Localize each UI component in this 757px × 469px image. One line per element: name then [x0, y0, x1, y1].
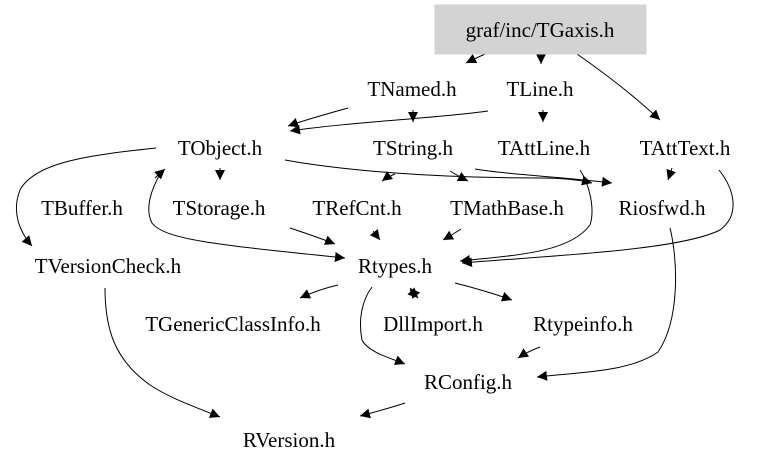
node-tstorage[interactable]: TStorage.h — [173, 196, 266, 220]
node-tgenericclassinfo[interactable]: TGenericClassInfo.h — [145, 312, 321, 336]
node-tatttext[interactable]: TAttText.h — [640, 136, 731, 160]
edge-tstorage-rtypes — [289, 227, 336, 245]
edge-tstring-tmathbase — [449, 170, 469, 182]
node-tmathbase[interactable]: TMathBase.h — [450, 196, 564, 220]
node-label: TLine.h — [506, 77, 574, 101]
edge-tstring-riosfwd — [474, 168, 613, 187]
node-tattline[interactable]: TAttLine.h — [498, 136, 591, 160]
node-tobject[interactable]: TObject.h — [178, 136, 263, 160]
edge-tattline-rtypes — [459, 169, 593, 265]
node-rtypeinfo[interactable]: Rtypeinfo.h — [533, 312, 633, 336]
edge-tgaxis-tatttext — [576, 53, 661, 121]
node-label: TAttText.h — [640, 136, 731, 160]
node-tgaxis[interactable]: graf/inc/TGaxis.h — [434, 4, 647, 55]
node-rversion[interactable]: RVersion.h — [243, 428, 336, 452]
node-label: TMathBase.h — [450, 196, 564, 220]
node-tversioncheck[interactable]: TVersionCheck.h — [35, 254, 182, 278]
edge-rtypes-tgenericclassinfo — [299, 284, 339, 299]
node-label: TStorage.h — [173, 196, 266, 220]
node-dllimport[interactable]: DllImport.h — [383, 312, 483, 336]
edge-tatttext-riosfwd — [666, 167, 676, 181]
node-tline[interactable]: TLine.h — [506, 77, 574, 101]
node-label: TGenericClassInfo.h — [145, 312, 321, 336]
edge-rtypeinfo-rconfig — [517, 346, 541, 359]
node-tnamed[interactable]: TNamed.h — [367, 77, 457, 101]
edge-tmathbase-rtypes — [442, 228, 462, 241]
node-rconfig[interactable]: RConfig.h — [424, 370, 513, 394]
edges — [16, 52, 734, 419]
node-trefcnt[interactable]: TRefCnt.h — [312, 196, 402, 220]
node-label: TRefCnt.h — [312, 196, 402, 220]
edge-riosfwd-rconfig — [536, 227, 677, 381]
node-label: TNamed.h — [367, 77, 457, 101]
node-rtypes[interactable]: Rtypes.h — [358, 254, 433, 278]
edge-rtypes-rtypeinfo — [454, 282, 513, 302]
node-label: TBuffer.h — [41, 196, 123, 220]
node-riosfwd[interactable]: Riosfwd.h — [619, 196, 706, 220]
edge-tbuffer-tobject-arrow — [154, 168, 166, 180]
node-label: RVersion.h — [243, 428, 336, 452]
node-tstring[interactable]: TString.h — [373, 136, 453, 160]
edge-rconfig-rversion — [359, 402, 406, 419]
edge-tstring-trefcnt — [381, 171, 396, 182]
node-label: Riosfwd.h — [619, 196, 706, 220]
node-label: Rtypeinfo.h — [533, 312, 633, 336]
node-label: TAttLine.h — [498, 136, 591, 160]
node-label: DllImport.h — [383, 312, 483, 336]
node-label: TVersionCheck.h — [35, 254, 182, 278]
node-tbuffer[interactable]: TBuffer.h — [41, 196, 123, 220]
node-label: Rtypes.h — [358, 254, 433, 278]
edge-tversioncheck-rversion — [104, 287, 221, 418]
edge-tnamed-tobject — [287, 107, 349, 128]
edge-rtypes-dllimport-arrow — [409, 287, 421, 299]
edge-tobject-tversioncheck — [16, 147, 157, 247]
node-label: RConfig.h — [424, 370, 513, 394]
edge-rtypes-rconfig — [359, 286, 406, 365]
edge-tatttext-rtypes — [461, 169, 734, 268]
root-node-box — [434, 4, 647, 55]
edge-trefcnt-rtypes — [369, 229, 381, 241]
node-label: graf/inc/TGaxis.h — [466, 18, 615, 42]
edge-tbuffer-tobject — [148, 170, 346, 262]
node-label: TObject.h — [178, 136, 263, 160]
node-label: TString.h — [373, 136, 453, 160]
edge-tobject-riosfwd — [284, 159, 593, 186]
edge-tline-tobject — [289, 110, 489, 135]
